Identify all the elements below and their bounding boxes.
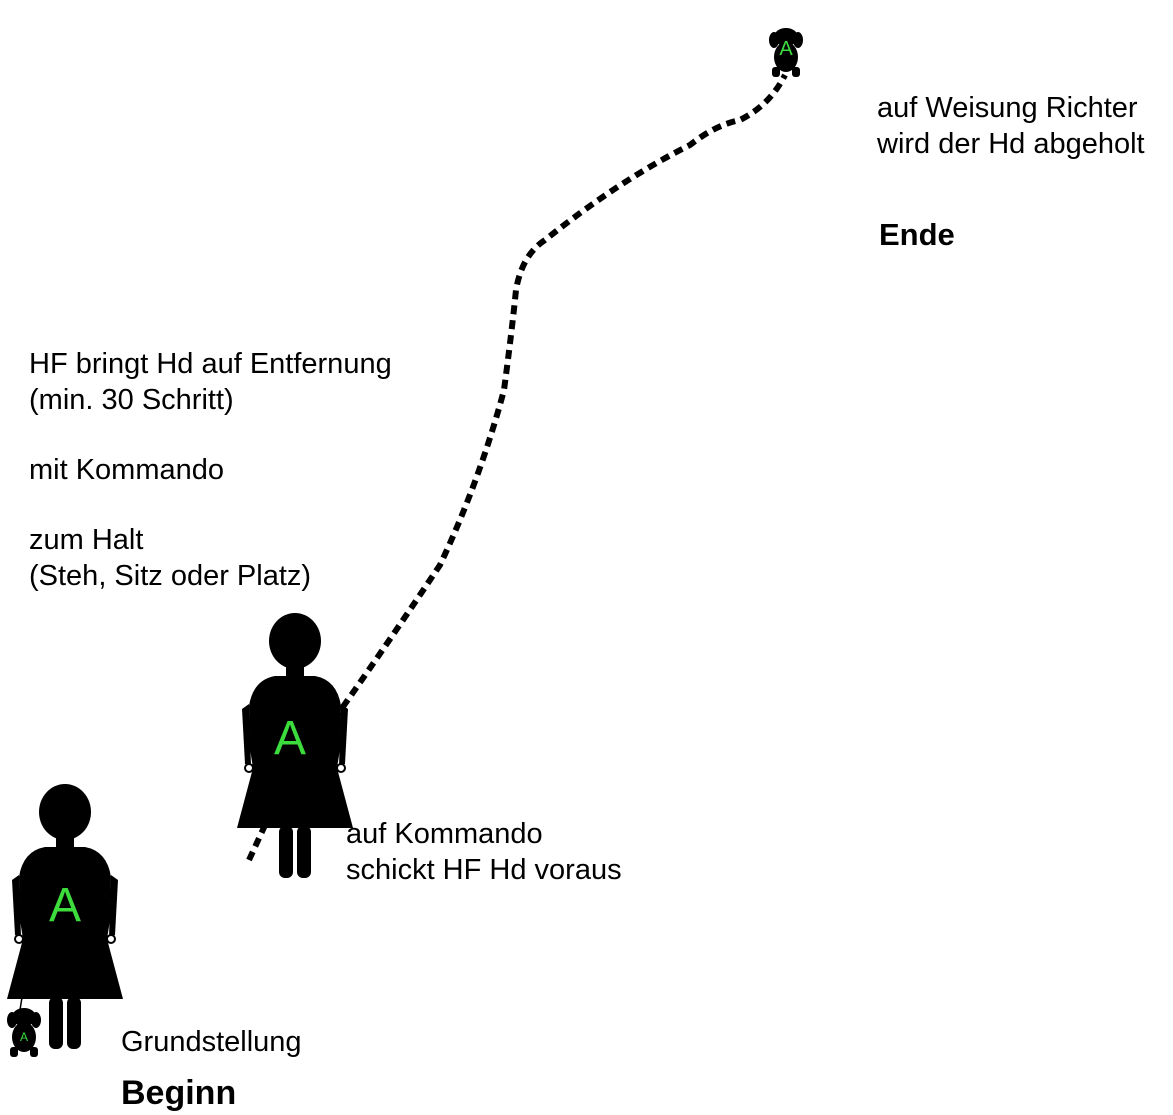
- dashed-path: [246, 73, 788, 862]
- label-start-position: Grundstellung: [121, 1026, 302, 1058]
- label-halt-line2: (Steh, Sitz oder Platz): [29, 560, 312, 592]
- handler-figure-send: A: [236, 612, 354, 879]
- dog-figure-end: A: [769, 28, 803, 77]
- label-instruction-line2: wird der Hd abgeholt: [877, 128, 1145, 160]
- label-instruction-line1: auf Weisung Richter: [877, 92, 1138, 124]
- label-send-line1: auf Kommando: [346, 818, 543, 850]
- handler-letter-start: A: [49, 879, 81, 932]
- label-end: Ende: [879, 217, 955, 252]
- label-begin: Beginn: [121, 1074, 237, 1112]
- label-send-line2: schickt HF Hd voraus: [346, 854, 622, 886]
- dog-figure-start: A: [7, 1008, 41, 1057]
- label-distance-line1: HF bringt Hd auf Entfernung: [29, 348, 392, 380]
- label-halt-line1: zum Halt: [29, 524, 144, 556]
- handler-figure-start: A: [6, 783, 124, 1050]
- dog-letter-start: A: [20, 1030, 28, 1044]
- label-command: mit Kommando: [29, 454, 225, 486]
- handler-letter-send: A: [274, 712, 306, 765]
- label-distance-line2: (min. 30 Schritt): [29, 384, 234, 416]
- dog-letter-end: A: [779, 38, 793, 60]
